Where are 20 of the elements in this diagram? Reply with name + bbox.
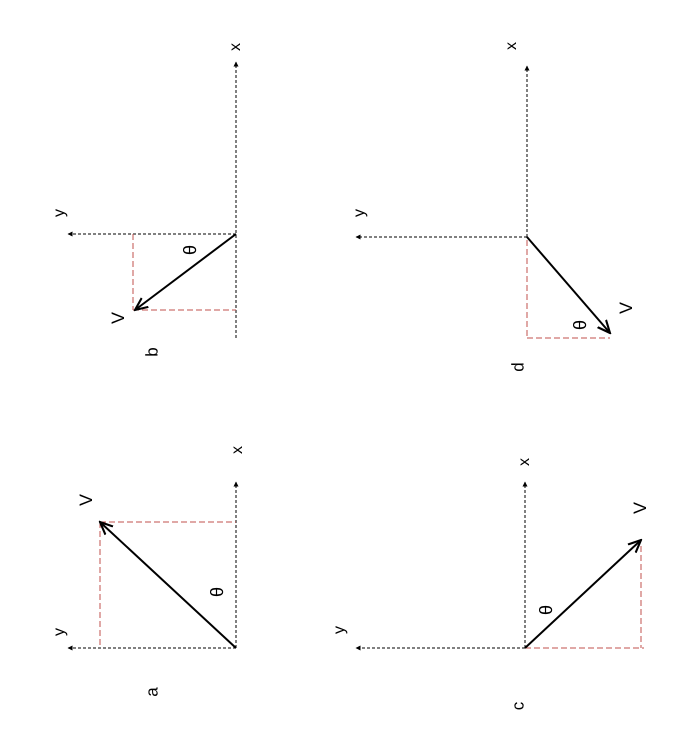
angle-label: θ	[571, 320, 589, 330]
vector-label: V	[109, 312, 127, 324]
angle-label: θ	[537, 605, 555, 615]
vector-label: V	[617, 302, 635, 314]
vector-label: V	[631, 502, 649, 514]
vector-label: V	[77, 494, 95, 506]
panel-label: b	[144, 347, 160, 357]
axis-label: x	[504, 42, 520, 50]
axis-label: x	[230, 446, 246, 454]
axis-label: y	[352, 209, 368, 217]
axis-label: y	[332, 626, 348, 634]
axis-label: x	[517, 458, 533, 466]
axis-label: y	[52, 209, 68, 217]
angle-label: θ	[208, 587, 226, 597]
panel-label: c	[510, 702, 526, 710]
panel-label: a	[144, 687, 160, 697]
panel-label: d	[510, 362, 526, 372]
axis-label: y	[52, 628, 68, 636]
axis-label: x	[228, 43, 244, 51]
angle-label: θ	[181, 245, 199, 255]
